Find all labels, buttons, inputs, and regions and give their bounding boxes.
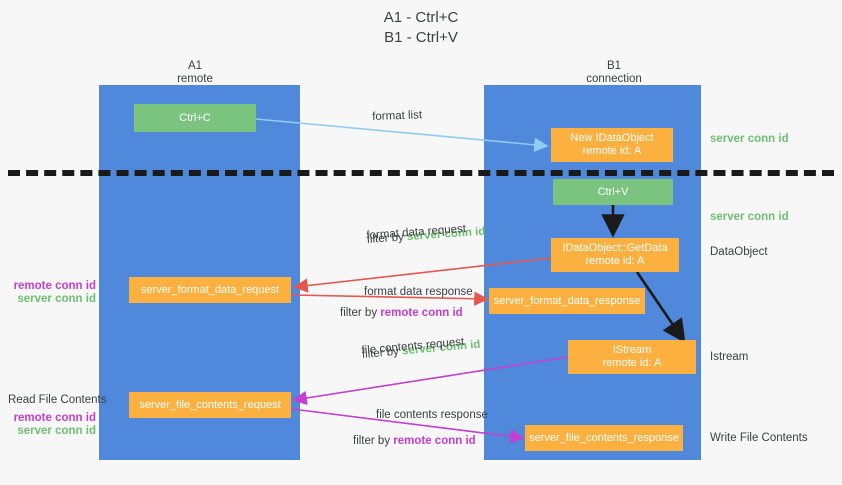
right-label-write-file-contents: Write File Contents xyxy=(710,432,808,444)
node-server-format-data-response-label: server_format_data_response xyxy=(493,294,641,307)
edge-label-format-data-request: format data request filter by server con… xyxy=(366,221,486,247)
phase-divider xyxy=(8,170,834,176)
edge-filter-format-data-response: filter by remote conn id xyxy=(340,306,463,320)
node-server-format-data-response[interactable]: server_format_data_response xyxy=(489,288,645,314)
column-header-a1: A1 remote xyxy=(177,60,213,85)
node-new-idataobject-line1: New IDataObject xyxy=(570,132,654,144)
node-idataobject-getdata[interactable]: IDataObject::GetData remote id: A xyxy=(551,238,679,272)
node-new-idataobject-line2: remote id: A xyxy=(582,145,642,157)
node-server-format-data-request[interactable]: server_format_data_request xyxy=(129,277,291,303)
node-ctrl-v[interactable]: Ctrl+V xyxy=(553,179,673,205)
node-idataobject-getdata-line2: remote id: A xyxy=(585,255,645,267)
edge-label-format-list-text: format list xyxy=(372,109,423,123)
right-label-dataobject: DataObject xyxy=(710,246,768,258)
filter-value-remote-conn-id-1: remote conn id xyxy=(380,307,463,319)
filter-by-prefix-2: filter by xyxy=(340,307,381,319)
filter-value-remote-conn-id-2: remote conn id xyxy=(393,435,476,447)
left-label-remote-conn-id-a: remote conn id xyxy=(13,280,96,292)
left-label-server-conn-id-a: server conn id xyxy=(17,293,96,305)
node-idataobject-getdata-line1: IDataObject::GetData xyxy=(562,242,668,254)
node-istream[interactable]: IStream remote id: A xyxy=(568,340,696,374)
node-server-file-contents-request[interactable]: server_file_contents_request xyxy=(129,392,291,418)
node-server-file-contents-response[interactable]: server_file_contents_response xyxy=(525,425,683,451)
node-ctrl-c-label: Ctrl+C xyxy=(179,111,211,124)
left-label-remote-conn-id-b: remote conn id xyxy=(13,412,96,424)
left-label-server-conn-id-b: server conn id xyxy=(17,425,96,437)
right-label-server-conn-id-mid: server conn id xyxy=(710,211,789,223)
right-label-istream: Istream xyxy=(710,351,749,363)
page-title: A1 - Ctrl+C B1 - Ctrl+V xyxy=(383,9,459,46)
node-ctrl-c[interactable]: Ctrl+C xyxy=(134,104,256,132)
edge-label-file-contents-response-text: file contents response xyxy=(376,409,488,421)
node-new-idataobject[interactable]: New IDataObject remote id: A xyxy=(551,128,673,162)
right-label-server-conn-id-top: server conn id xyxy=(710,133,789,145)
node-server-file-contents-request-label: server_file_contents_request xyxy=(139,398,281,411)
column-header-b1: B1 connection xyxy=(586,60,642,85)
node-server-file-contents-response-label: server_file_contents_response xyxy=(529,431,679,444)
edge-label-file-contents-request: file contents request filter by server c… xyxy=(361,334,481,362)
node-server-format-data-request-label: server_format_data_request xyxy=(140,283,280,296)
edge-label-format-data-response-text: format data response xyxy=(364,286,473,298)
node-istream-line2: remote id: A xyxy=(602,357,662,369)
edge-filter-file-contents-response: filter by remote conn id xyxy=(353,434,476,448)
node-ctrl-v-label: Ctrl+V xyxy=(597,185,629,198)
node-istream-line1: IStream xyxy=(612,344,652,356)
filter-by-prefix-4: filter by xyxy=(353,435,394,447)
left-label-read-file-contents: Read File Contents xyxy=(8,394,107,406)
